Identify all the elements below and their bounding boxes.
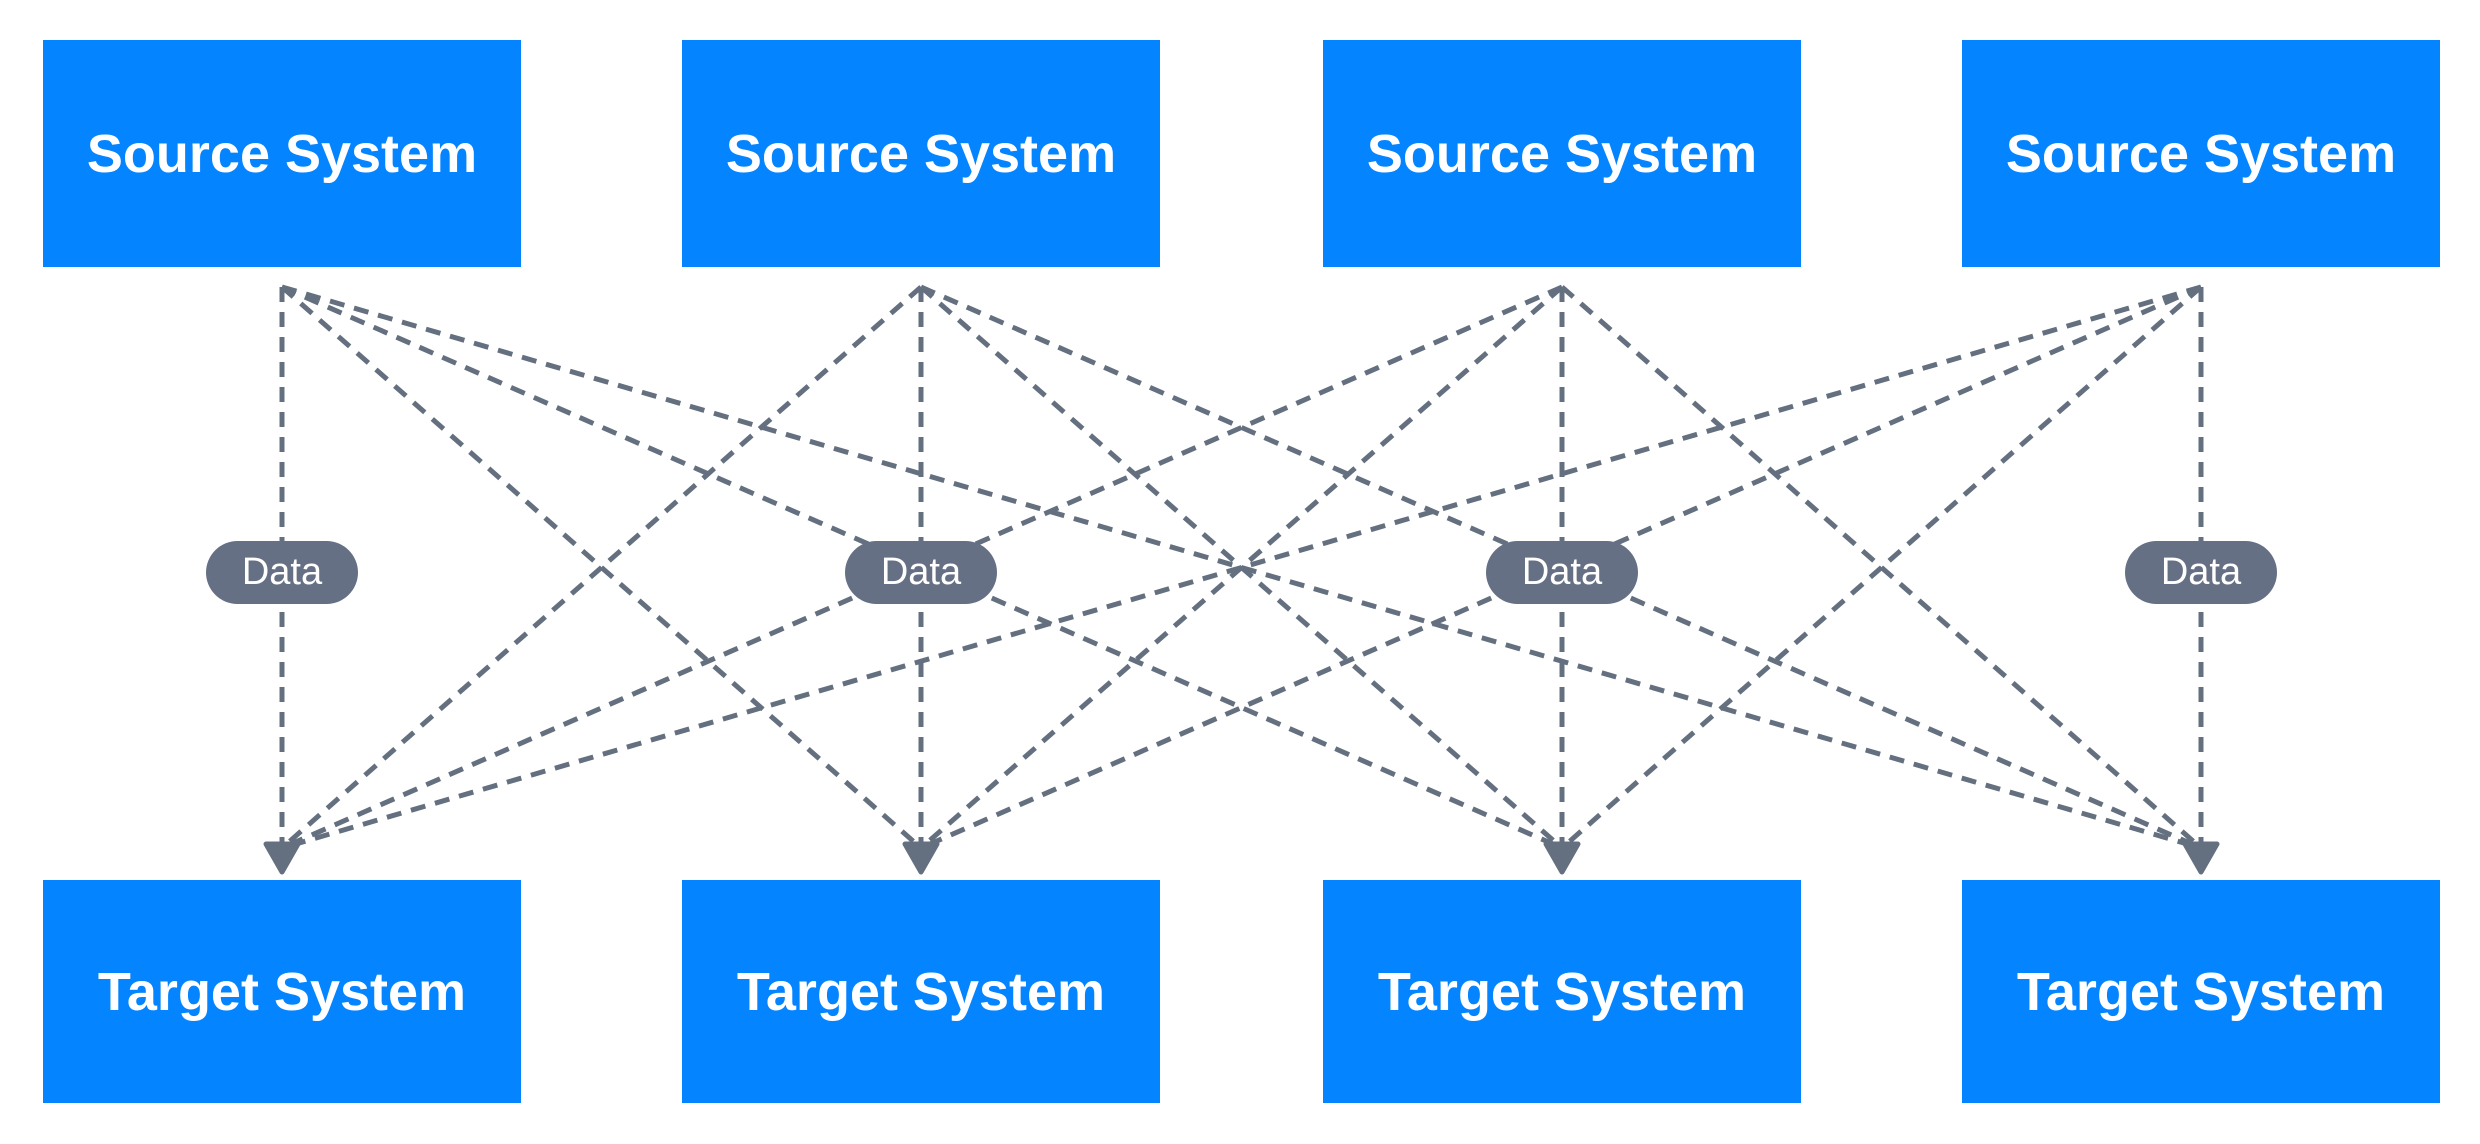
- source-system-label: Source System: [86, 123, 478, 184]
- source-system-box: Source System: [1323, 40, 1801, 267]
- data-pill-label: Data: [1521, 550, 1603, 593]
- source-system-box: Source System: [43, 40, 521, 267]
- connection-line: [280, 285, 923, 850]
- arrowhead-icon: [2182, 841, 2220, 875]
- connection-line: [1560, 285, 2203, 850]
- connection-line: [919, 284, 2203, 851]
- target-system-label: Target System: [1377, 961, 1747, 1022]
- data-pill: Data: [2125, 540, 2277, 604]
- target-system-box: Target System: [1962, 880, 2440, 1103]
- connection-line: [281, 284, 2202, 851]
- connection-line: [280, 284, 1564, 851]
- data-pill-label: Data: [880, 550, 962, 593]
- source-system-label: Source System: [1366, 123, 1758, 184]
- target-system-label: Target System: [2016, 961, 2386, 1022]
- arrowhead-icon: [1543, 841, 1581, 875]
- source-system-label: Source System: [725, 123, 1117, 184]
- source-system-box: Source System: [682, 40, 1160, 267]
- data-pill-label: Data: [2160, 550, 2242, 593]
- connection-line: [919, 285, 1564, 850]
- connection-line: [919, 284, 2203, 851]
- data-pill: Data: [206, 540, 358, 604]
- connection-line: [281, 284, 2202, 851]
- target-system-label: Target System: [97, 961, 467, 1022]
- data-pill: Data: [845, 540, 997, 604]
- data-pill: Data: [1486, 540, 1638, 604]
- source-system-label: Source System: [2005, 123, 2397, 184]
- data-pill-label: Data: [241, 550, 323, 593]
- target-system-box: Target System: [1323, 880, 1801, 1103]
- connection-line: [280, 284, 1564, 851]
- target-system-label: Target System: [736, 961, 1106, 1022]
- target-system-box: Target System: [682, 880, 1160, 1103]
- target-system-box: Target System: [43, 880, 521, 1103]
- source-system-box: Source System: [1962, 40, 2440, 267]
- arrowhead-icon: [902, 841, 940, 875]
- arrowhead-icon: [263, 841, 301, 875]
